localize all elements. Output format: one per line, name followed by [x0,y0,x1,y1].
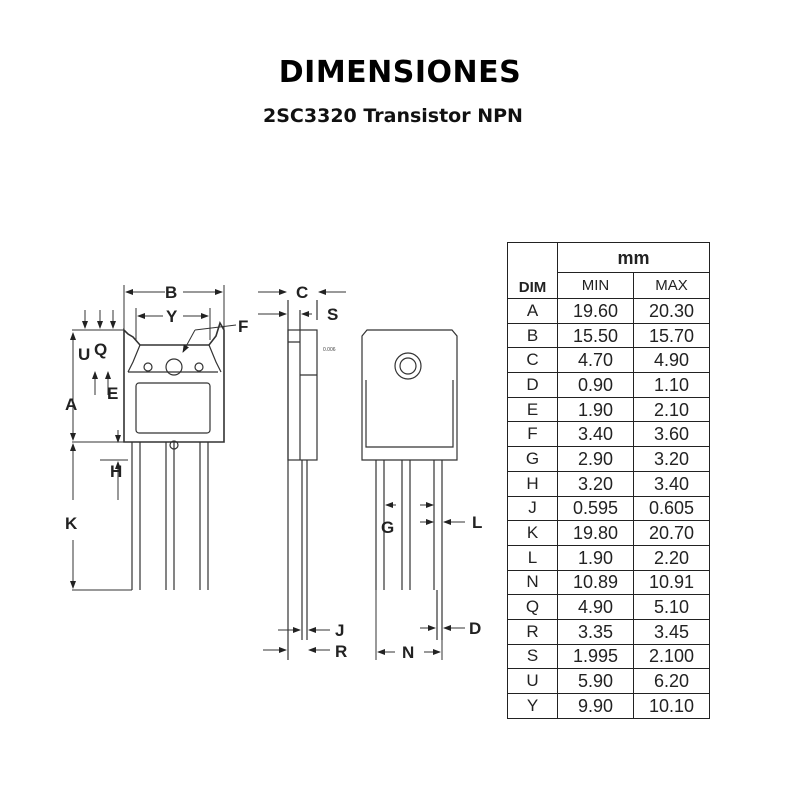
cell-min: 4.90 [557,594,634,620]
dim-label-f: F [238,317,248,336]
cell-dim: N [507,569,558,596]
tolerance-note: 0.006 [323,347,336,353]
dim-label-d: D [469,619,481,638]
dim-label-h: H [110,462,122,481]
column-header-dim: DIM [507,242,558,299]
cell-max: 15.70 [633,322,710,349]
cell-dim: D [507,372,558,398]
cell-min: 4.70 [557,347,634,374]
page-subtitle: 2SC3320 Transistor NPN [263,105,523,127]
side-view [287,300,318,660]
dim-label-y: Y [166,307,178,326]
dim-label-r: R [335,642,347,661]
cell-max: 3.20 [633,446,710,472]
cell-min: 2.90 [557,446,634,472]
cell-max: 20.30 [633,298,710,324]
back-view [361,329,458,640]
cell-max: 3.40 [633,470,710,497]
cell-dim: C [507,347,558,374]
column-header-max: MAX [633,272,710,299]
cell-min: 9.90 [557,693,634,719]
dim-label-j: J [335,621,344,640]
cell-dim: S [507,643,558,670]
unit-header: mm [557,242,710,273]
cell-max: 20.70 [633,520,710,546]
dim-label-n: N [402,643,414,662]
cell-min: 3.20 [557,470,634,497]
cell-max: 0.605 [633,495,710,522]
cell-max: 3.60 [633,421,710,448]
cell-min: 3.40 [557,421,634,448]
page-title: DIMENSIONES [278,55,522,90]
cell-max: 1.10 [633,372,710,398]
cell-min: 0.595 [557,495,634,522]
cell-min: 5.90 [557,668,634,694]
cell-max: 3.45 [633,618,710,645]
cell-min: 3.35 [557,618,634,645]
cell-dim: Q [507,594,558,620]
cell-dim: A [507,298,558,324]
dim-label-q: Q [94,340,107,359]
cell-dim: B [507,322,558,349]
cell-min: 19.80 [557,520,634,546]
dim-label-g: G [381,518,394,537]
cell-min: 10.89 [557,569,634,596]
cell-max: 2.20 [633,544,710,571]
dim-label-c: C [296,283,308,302]
cell-min: 15.50 [557,322,634,349]
cell-dim: G [507,446,558,472]
cell-max: 10.10 [633,693,710,719]
cell-max: 4.90 [633,347,710,374]
dim-label-e: E [107,384,118,403]
cell-min: 1.995 [557,643,634,670]
cell-dim: U [507,668,558,694]
front-view [123,320,225,590]
cell-max: 10.91 [633,569,710,596]
cell-min: 1.90 [557,396,634,423]
cell-max: 2.10 [633,396,710,423]
cell-min: 0.90 [557,372,634,398]
dim-label-b: B [165,283,177,302]
dim-label-l: L [472,513,482,532]
dim-label-u: U [78,345,90,364]
cell-dim: H [507,470,558,497]
cell-dim: J [507,495,558,522]
cell-dim: K [507,520,558,546]
dim-label-s: S [327,305,338,324]
cell-dim: L [507,544,558,571]
cell-dim: F [507,421,558,448]
cell-min: 1.90 [557,544,634,571]
cell-dim: Y [507,693,558,719]
cell-dim: R [507,618,558,645]
dimension-lines [70,285,465,660]
cell-max: 5.10 [633,594,710,620]
cell-max: 2.100 [633,643,710,670]
cell-min: 19.60 [557,298,634,324]
dim-label-k: K [65,514,78,533]
dim-label-a: A [65,395,77,414]
cell-max: 6.20 [633,668,710,694]
column-header-min: MIN [557,272,634,299]
cell-dim: E [507,396,558,423]
